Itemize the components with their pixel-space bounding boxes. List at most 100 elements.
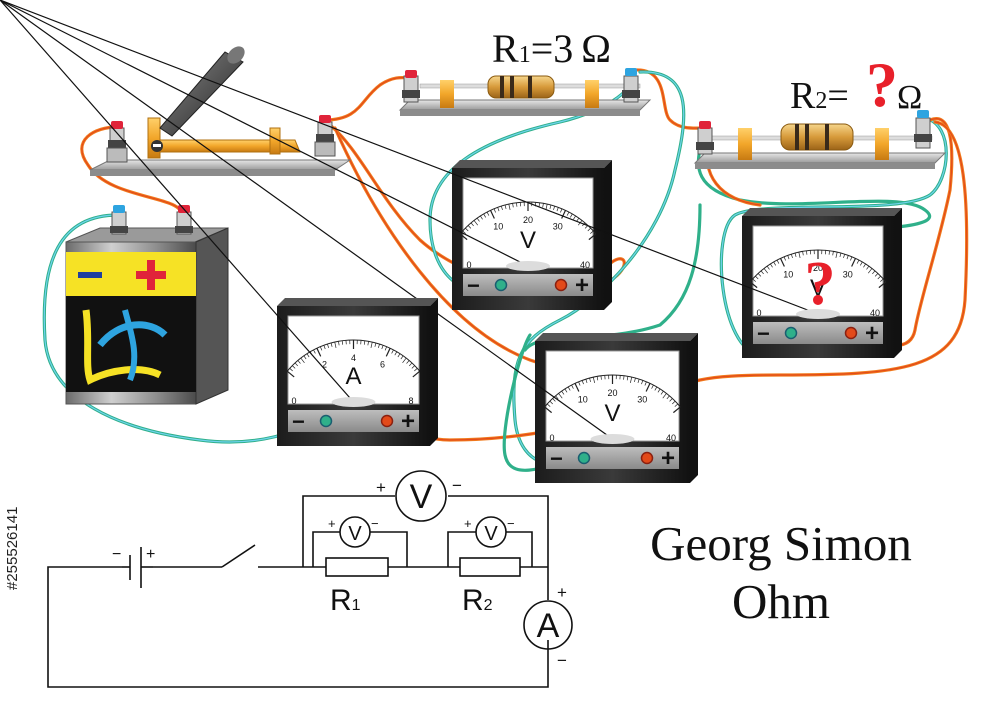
meter-minus-label: − [467,273,480,298]
schematic-ammeter-minus: − [557,651,567,670]
meter-plus-label: + [865,320,879,347]
schematic-voltmeter-total-letter: V [410,478,433,516]
meter-tick-label: 10 [783,270,793,280]
r2-unknown-value: ? [866,49,898,120]
title-line-1: Georg Simon [650,516,912,571]
stock-id-text: #255526141 [4,506,21,590]
switch-left-terminal[interactable] [106,121,128,163]
meter-minus-label: − [550,446,563,471]
resistor-r2[interactable] [780,123,854,151]
schematic-voltmeter-r1-plus: + [328,516,336,531]
r2-unit: Ω [897,79,922,116]
meter-tick-label: 2 [322,359,327,369]
battery-logo [82,309,168,385]
switch-right-terminal[interactable] [314,115,336,157]
meter-plus-label: + [401,408,415,435]
meter-letter: V [520,227,536,254]
meter-minus-terminal[interactable] [784,326,798,340]
ammeter-meter: 0 2 4 6 8 A − + [0,0,438,446]
meter-tick-label: 10 [493,222,503,232]
schematic-battery-plus: + [146,546,155,563]
schematic-voltmeter-r2 [475,516,507,548]
meter-tick-label: 20 [607,388,617,398]
meter-tick-label: 0 [756,308,761,318]
meter-needle [0,0,819,315]
schematic-voltmeter-r1-letter: V [348,523,362,545]
meter-tick-label: 0 [291,396,296,406]
r1-right-terminal[interactable] [622,68,640,103]
meter-needle [0,0,354,403]
meter-minus-label: − [292,409,305,434]
stock-watermark: #255526141 [4,470,26,590]
resistor-r2-assembly: R2= ? Ω [693,49,947,169]
schematic-ammeter-plus: + [557,583,567,602]
meter-needle [0,0,613,440]
schematic-voltmeter-total-plus: + [376,478,386,497]
schematic-switch [221,544,256,568]
meter-tick-label: 30 [553,222,563,232]
schematic-voltmeter-r2-plus: + [464,516,472,531]
meter-tick-label: 40 [870,308,880,318]
meter-plus-terminal[interactable] [640,451,654,465]
r2-label: R2= [790,75,849,117]
meter-tick-label: 30 [843,270,853,280]
meter-tick-label: 20 [813,263,823,273]
schematic-ammeter-letter: A [537,607,560,645]
schematic-r2 [459,557,521,577]
meter-plus-label: + [661,445,675,472]
battery-minus-icon [78,272,102,278]
meter-tick-label: 40 [666,433,676,443]
meter-tick-label: 6 [380,359,385,369]
meter-tick-label: 8 [408,396,413,406]
meter-minus-terminal[interactable] [319,414,333,428]
r1-left-terminal[interactable] [402,70,420,103]
battery-plus-icon [136,260,166,290]
meter-letter: A [345,363,361,390]
schematic-ammeter [523,600,573,650]
meter-needle [0,0,529,267]
r2-left-terminal[interactable] [696,121,714,155]
meter-tick-label: 40 [580,260,590,270]
schematic-voltmeter-r2-minus: − [507,516,515,531]
meters: 010203040V−+010203040V−+?010203040V−+024… [0,0,902,483]
meter-tick-label: 10 [578,395,588,405]
schematic-r1 [325,557,389,577]
meter-tick-label: 0 [466,260,471,270]
meter-plus-terminal[interactable] [380,414,394,428]
title-block: Georg Simon Ohm [596,515,966,631]
meter-plus-terminal[interactable] [554,278,568,292]
meter-minus-terminal[interactable] [577,451,591,465]
battery-plus-terminal[interactable] [175,205,193,235]
voltmeter-r1-meter: 0 10 20 30 40 V − + [0,0,612,310]
meter-tick-label: 4 [351,353,356,363]
meter-tick-label: 20 [523,215,533,225]
meter-plus-terminal[interactable] [844,326,858,340]
r2-right-terminal[interactable] [914,110,932,149]
title-line-2: Ohm [732,574,830,629]
meter-letter: V [810,275,826,302]
schematic-voltmeter-r2-letter: V [484,523,498,545]
battery-minus-terminal[interactable] [110,205,128,235]
schematic-voltmeter-r1-minus: − [371,516,379,531]
meter-tick-label: 30 [637,395,647,405]
battery [65,205,229,405]
schematic-voltmeter-r1 [339,516,371,548]
meter-letter: V [604,400,620,427]
schematic-r2-label: R2 [462,584,493,617]
meter-minus-terminal[interactable] [494,278,508,292]
meter-tick-label: 0 [549,433,554,443]
knife-switch[interactable] [89,43,352,176]
meter-minus-label: − [757,321,770,346]
meter-plus-label: + [575,272,589,299]
schematic-diagram: − + R1 R2 V + − V + − V + − [47,470,573,688]
schematic-voltmeter-total-minus: − [452,476,462,495]
schematic-voltmeter-total [395,470,447,522]
resistor-r1[interactable] [487,75,555,99]
schematic-r1-label: R1 [330,584,361,617]
schematic-battery-minus: − [112,546,121,563]
